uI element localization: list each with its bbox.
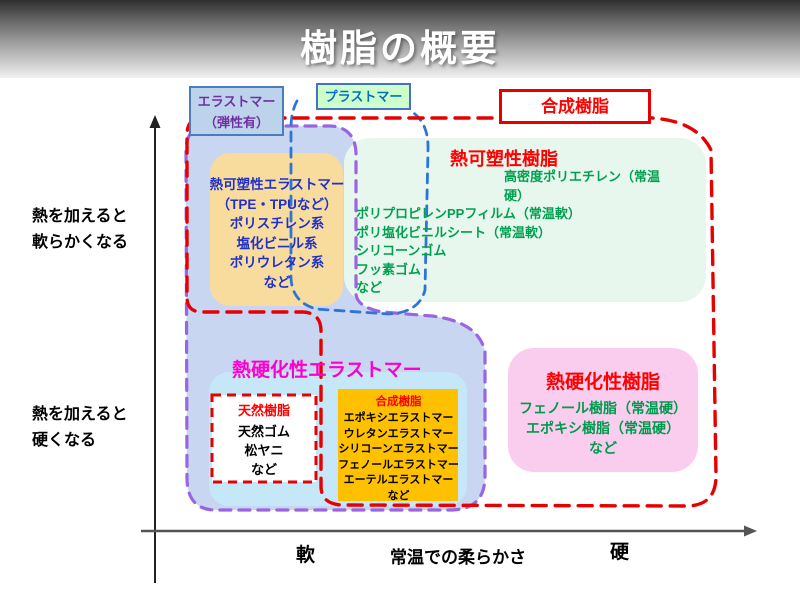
slide-header: 樹脂の概要	[0, 0, 800, 78]
x-axis-arrowhead	[744, 525, 757, 537]
thermoplastic-elastomer-text: 熱可塑性エラストマー （TPE・TPUなど） ポリスチレン系塩化ビニル系ポリウレタン…	[204, 175, 350, 292]
y-axis-label-upper-line1: 熱を加えると	[32, 208, 128, 225]
text-line: 松ヤニ	[244, 443, 284, 458]
y-axis-label-upper: 熱を加えると 軟らかくなる	[32, 204, 128, 256]
plastomer-dashed-outline	[289, 99, 430, 316]
thermoplastic-resin-items: 高密度ポリエチレン（常温硬） ポリプロピレンPPフィルム（常温軟） ポリ塩化ビニル…	[356, 168, 660, 298]
elastomer-legend-line2: （弾性有）	[203, 115, 269, 130]
natural-resin-title: 天然樹脂	[237, 403, 290, 418]
elastomer-dashed-outline	[184, 124, 487, 512]
thermoplastic-elastomer-box	[210, 153, 343, 306]
text-line: など	[589, 440, 617, 456]
y-axis-label-lower-line2: 硬くなる	[32, 432, 97, 449]
synthetic-elastomer-box	[338, 389, 458, 501]
text-line: など	[387, 489, 410, 502]
thermoplastic-resin-items-main: ポリプロピレンPPフィルム（常温軟） ポリ塩化ビニルシート（常温軟） シリコーンゴム…	[356, 205, 660, 298]
text-line: エーテルエラストマー	[343, 474, 454, 487]
thermoset-resin-items: フェノール樹脂（常温硬） エポキシ樹脂（常温硬） など	[508, 398, 698, 458]
thermoset-resin-box	[508, 348, 698, 472]
synthetic-resin-dashed-outline	[185, 116, 718, 508]
x-axis-title: 常温での柔らかさ	[390, 548, 526, 567]
text-line: シリコーンゴム	[356, 243, 447, 258]
x-axis-label-soft: 軟	[296, 545, 316, 566]
elastomer-legend-box: エラストマー （弾性有）	[189, 86, 284, 136]
text-line: 硬）	[504, 187, 531, 203]
synthetic-elastomer-text: 合成樹脂 エポキシエラストマーウレタンエラストマーシリコーンエラストマーフェノー…	[338, 393, 459, 505]
text-line: 高密度ポリエチレン（常温	[504, 169, 661, 184]
text-line: フェノールエラストマー	[338, 458, 459, 471]
text-line: 天然ゴム	[237, 424, 290, 439]
natural-resin-box	[210, 393, 318, 484]
text-line: ポリスチレン系	[229, 216, 325, 231]
text-line: シリコーンエラストマー	[338, 443, 459, 456]
thermoset-elastomer-title: 熱硬化性エラストマー	[232, 360, 422, 381]
thermoplastic-resin-region-fill	[344, 138, 706, 302]
thermoset-resin-text: 熱硬化性樹脂 フェノール樹脂（常温硬） エポキシ樹脂（常温硬） など	[508, 367, 698, 458]
text-line: など	[356, 280, 383, 295]
natural-resin-items: 天然ゴム松ヤニなど	[212, 422, 316, 479]
y-axis-label-upper-line2: 軟らかくなる	[32, 234, 129, 251]
text-line: ポリ塩化ビニルシート（常温軟）	[356, 224, 552, 240]
synthetic-elastomer-title: 合成樹脂	[375, 396, 422, 408]
thermoplastic-resin-title: 熱可塑性樹脂	[450, 149, 558, 169]
text-line: エポキシエラストマー	[343, 412, 454, 424]
text-line: 塩化ビニル系	[236, 235, 318, 251]
text-line: （TPE・TPUなど）	[216, 196, 338, 212]
elastomer-legend-line1: エラストマー	[197, 94, 276, 109]
text-line: など	[250, 462, 277, 477]
text-line: など	[263, 274, 291, 290]
text-line: エポキシ樹脂（常温硬）	[526, 420, 680, 436]
natural-resin-text: 天然樹脂 天然ゴム松ヤニなど	[212, 400, 316, 479]
thermoplastic-resin-items-indented: 高密度ポリエチレン（常温硬）	[356, 168, 660, 205]
text-line: ウレタンエラストマー	[343, 427, 454, 440]
plastomer-legend-box: プラストマー	[316, 83, 411, 110]
y-axis-label-lower-line1: 熱を加えると	[32, 406, 128, 423]
text-line: 熱可塑性エラストマー	[209, 177, 345, 192]
thermoset-resin-title: 熱硬化性樹脂	[545, 372, 660, 393]
synthetic-resin-legend-box: 合成樹脂	[499, 89, 651, 124]
text-line: ポリウレタン系	[229, 255, 325, 270]
x-axis-label-hard: 硬	[610, 542, 630, 563]
synthetic-elastomer-items: エポキシエラストマーウレタンエラストマーシリコーンエラストマーフェノールエラスト…	[338, 411, 459, 505]
y-axis-arrowhead	[149, 115, 161, 128]
text-line: フェノール樹脂（常温硬）	[519, 400, 687, 416]
text-line: フッ素ゴム	[356, 261, 422, 277]
y-axis-label-lower: 熱を加えると 硬くなる	[32, 402, 128, 454]
text-line: ポリプロピレンPPフィルム（常温軟）	[356, 206, 581, 221]
page-title: 樹脂の概要	[300, 28, 500, 69]
